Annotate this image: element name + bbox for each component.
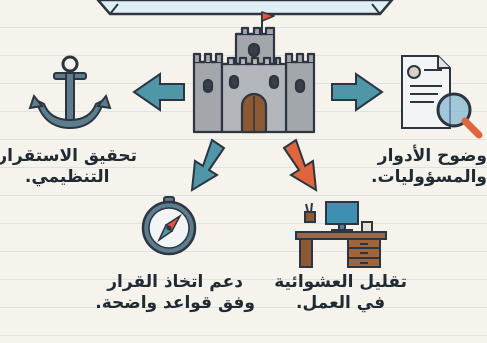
roles-label: وضوح الأدوار والمسؤوليات. — [371, 146, 487, 188]
decisions-label-line-2: وفق قواعد واضحة. — [95, 293, 255, 313]
castle-icon — [192, 11, 316, 134]
stability-label-line-1: تحقيق الاستقرار — [0, 146, 137, 166]
roles-label-line-1: وضوح الأدوار — [377, 146, 487, 166]
top-banner-ribbon — [96, 0, 394, 16]
desk-computer-icon — [295, 201, 387, 268]
arrow-to-randomness — [282, 138, 318, 192]
arrow-to-roles — [331, 72, 384, 112]
compass-icon — [141, 196, 197, 256]
decisions-label-line-1: دعم اتخاذ القرار — [107, 272, 243, 292]
stability-label-line-2: التنظيمي. — [24, 167, 110, 187]
roles-label-line-2: والمسؤوليات. — [371, 167, 487, 187]
anchor-icon — [28, 55, 112, 130]
document-magnifier-icon — [401, 55, 483, 139]
decisions-label: دعم اتخاذ القرار وفق قواعد واضحة. — [95, 272, 255, 314]
randomness-label-line-2: في العمل. — [296, 293, 386, 313]
randomness-label: تقليل العشوائية في العمل. — [274, 272, 407, 314]
arrow-to-decisions — [190, 138, 226, 192]
arrow-to-stability — [132, 72, 185, 112]
stability-label: تحقيق الاستقرار التنظيمي. — [0, 146, 137, 188]
randomness-label-line-1: تقليل العشوائية — [274, 272, 407, 292]
